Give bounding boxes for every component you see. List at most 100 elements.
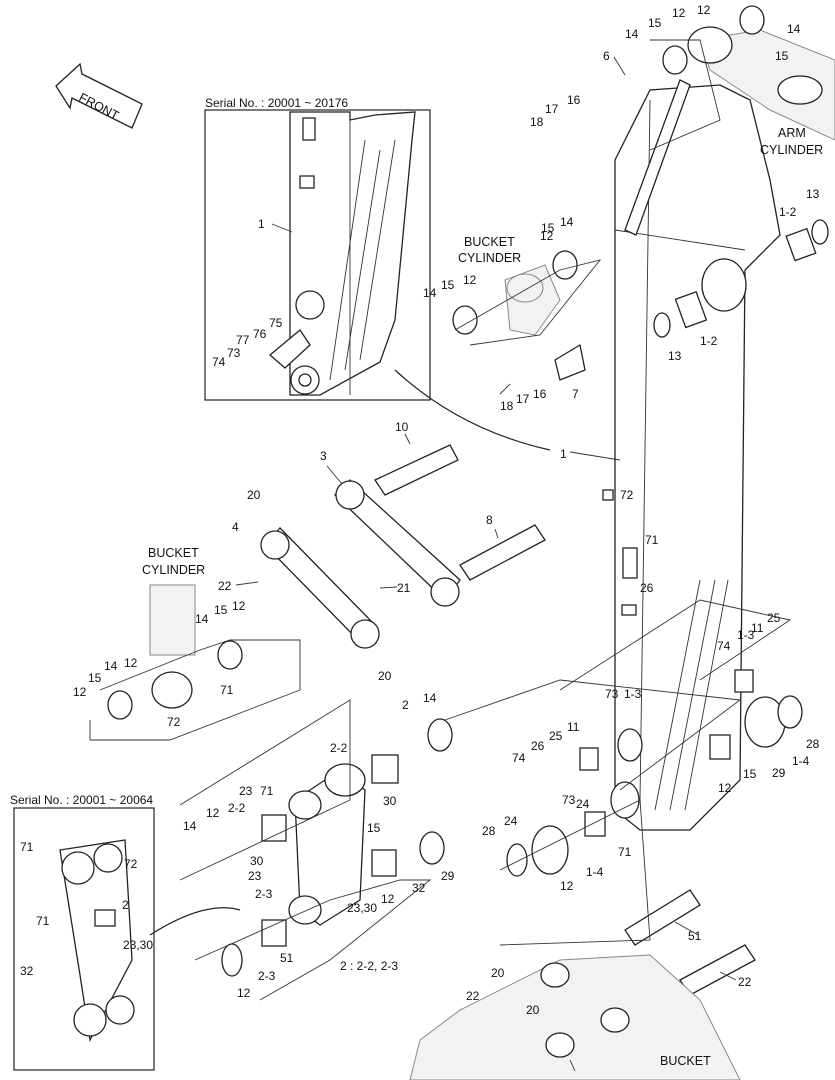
- label: 2-3: [255, 887, 273, 901]
- label: 74: [212, 355, 226, 369]
- label: 26: [640, 581, 654, 595]
- label: 15: [441, 278, 455, 292]
- arm-cylinder-caption-2: CYLINDER: [760, 143, 823, 157]
- label: 1: [258, 217, 265, 231]
- bucket-cylinder-top-caption-2: CYLINDER: [458, 251, 521, 265]
- label: 20: [378, 669, 392, 683]
- bushings-drawing: [107, 5, 829, 977]
- label: 71: [36, 914, 50, 928]
- label: 20: [247, 488, 261, 502]
- label: 11: [567, 720, 580, 734]
- label: 12: [560, 879, 574, 893]
- label: 13: [806, 187, 820, 201]
- label: 18: [530, 115, 544, 129]
- label: 12: [73, 685, 87, 699]
- link-2-drawing: [288, 763, 366, 926]
- label: 11: [751, 621, 764, 635]
- label: 22: [738, 975, 752, 989]
- label: 12: [540, 229, 554, 243]
- callout-bottom-arrow: [149, 907, 241, 936]
- label: 17: [516, 392, 530, 406]
- label: 26: [531, 739, 545, 753]
- label: 23: [248, 869, 262, 883]
- label: 22: [466, 989, 480, 1003]
- label: 18: [500, 399, 514, 413]
- label: 2: [402, 698, 409, 712]
- main-arm-drawing: [602, 84, 781, 831]
- label: 72: [167, 715, 181, 729]
- inset-link-drawing: [59, 839, 135, 1043]
- label: 14: [560, 215, 574, 229]
- label: 15: [541, 221, 555, 235]
- label: 20: [491, 966, 505, 980]
- label: 32: [20, 964, 34, 978]
- serial-top-caption: Serial No. : 20001 ~ 20176: [205, 96, 348, 110]
- label: 1-4: [586, 865, 604, 879]
- label: 1-3: [624, 687, 642, 701]
- links-and-pins-drawing: [260, 79, 756, 996]
- label: 71: [20, 840, 34, 854]
- front-arrow-icon: FRONT: [55, 62, 143, 129]
- bucket-cylinder-left-drawing: [149, 584, 196, 709]
- label: 8: [486, 513, 493, 527]
- label: 7: [572, 387, 579, 401]
- label: 6: [603, 49, 610, 63]
- label: 29: [772, 766, 786, 780]
- label: 14: [423, 286, 437, 300]
- label: 12: [463, 273, 477, 287]
- label: 14: [625, 27, 639, 41]
- label: 12: [672, 6, 686, 20]
- label: 3: [320, 449, 327, 463]
- note-caption: 2 : 2-2, 2-3: [340, 959, 398, 973]
- bucket-cylinder-left-caption-1: BUCKET: [148, 546, 199, 560]
- label: 15: [775, 49, 789, 63]
- label: 77: [236, 333, 250, 347]
- serial-top-box: [204, 109, 431, 401]
- label: 71: [645, 533, 659, 547]
- label: 1-3: [737, 628, 755, 642]
- label: 12: [124, 656, 138, 670]
- label: 74: [512, 751, 526, 765]
- label: 28: [482, 824, 496, 838]
- label: 14: [104, 659, 118, 673]
- label: 75: [269, 316, 283, 330]
- grouping-outlines: [89, 39, 792, 1001]
- label: 72: [124, 857, 138, 871]
- label: 74: [717, 639, 731, 653]
- label: 14: [195, 612, 209, 626]
- label: 30: [250, 854, 264, 868]
- label: 29: [441, 869, 455, 883]
- label: 2: [122, 898, 129, 912]
- label: 15: [648, 16, 662, 30]
- label: 15: [214, 603, 228, 617]
- label: 28: [806, 737, 820, 751]
- label: 73: [227, 346, 241, 360]
- label: 12: [232, 599, 246, 613]
- inset-arm-drawing: [268, 111, 416, 396]
- callout-top-arrow: [394, 369, 551, 451]
- label: 51: [280, 951, 294, 965]
- label: 23: [239, 784, 253, 798]
- label: 1-2: [700, 334, 718, 348]
- bucket-cylinder-top-drawing: [504, 264, 561, 336]
- label: 73: [562, 793, 576, 807]
- bucket-cylinder-top-caption-1: BUCKET: [464, 235, 515, 249]
- bucket-cylinder-left-caption-2: CYLINDER: [142, 563, 205, 577]
- label: 51: [688, 929, 702, 943]
- label: 10: [395, 420, 409, 434]
- label: 15: [743, 767, 757, 781]
- arm-cylinder-caption-1: ARM: [778, 126, 806, 140]
- label: 17: [545, 102, 559, 116]
- label: 30: [383, 794, 397, 808]
- leader-lines: [235, 56, 737, 1072]
- serial-bottom-caption: Serial No. : 20001 ~ 20064: [10, 793, 153, 807]
- label: 71: [618, 845, 632, 859]
- label: 20: [526, 1003, 540, 1017]
- label: 73: [605, 687, 619, 701]
- label: 23,30: [347, 901, 377, 915]
- label: 13: [668, 349, 682, 363]
- label: 71: [220, 683, 234, 697]
- label: 15: [88, 671, 102, 685]
- label: 2-3: [258, 969, 276, 983]
